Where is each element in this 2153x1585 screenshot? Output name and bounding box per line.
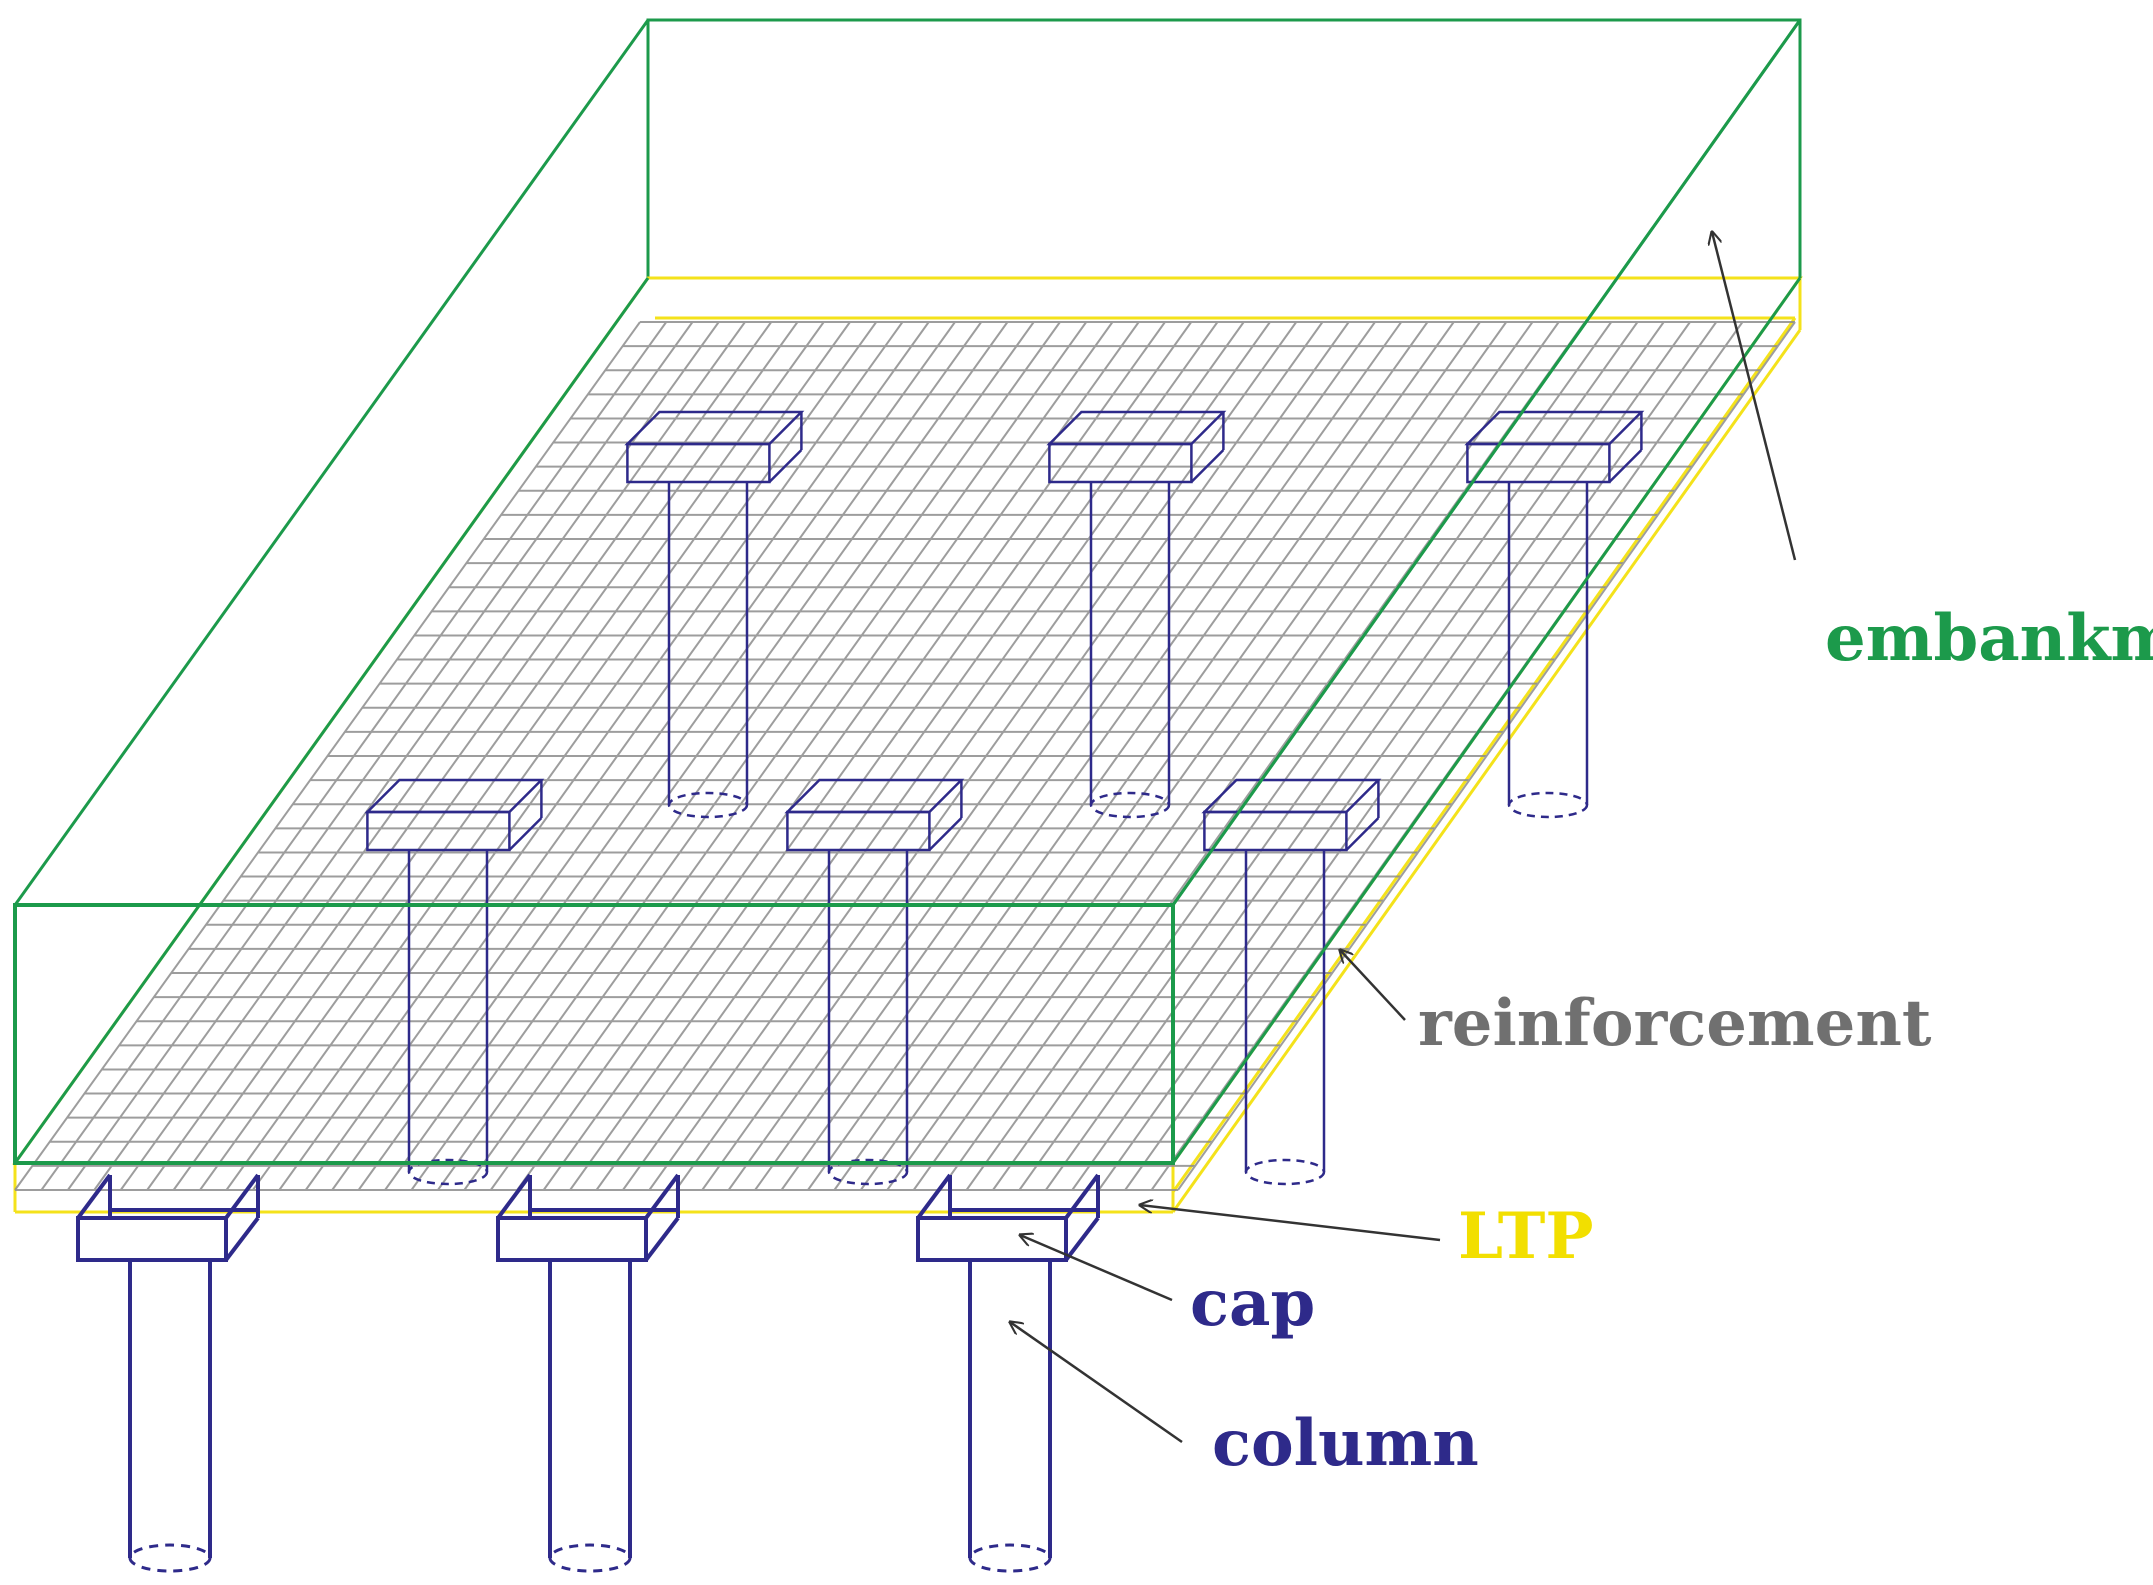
reinforcement-strand-longitudinal <box>1124 321 1744 1191</box>
arrow-reinforcement <box>1340 950 1406 1021</box>
cap-left-depth-edge <box>76 1173 112 1220</box>
reinforcement-strand-longitudinal <box>225 321 851 1191</box>
column-base-ellipse <box>1507 791 1589 819</box>
reinforcement-strand-longitudinal <box>384 321 1009 1191</box>
embankment-right-vertical-top <box>1171 19 1802 906</box>
column-base-ellipse <box>548 1543 632 1573</box>
reinforcement-strand-longitudinal <box>860 321 1481 1191</box>
column-base-ellipse <box>128 1543 212 1573</box>
reinforcement-strand-longitudinal <box>569 321 1193 1191</box>
arrow-column <box>1010 1322 1183 1444</box>
cap-left-depth-edge <box>916 1173 952 1220</box>
reinforcement-strand-longitudinal <box>172 321 799 1191</box>
ltp-right-bottom-edge <box>1171 329 1802 1213</box>
embankment-front-frame <box>13 19 1802 1165</box>
reinforcement-strand-longitudinal <box>595 321 1219 1191</box>
reinforcement-strand-longitudinal <box>622 321 1245 1191</box>
cap-top-face <box>1046 410 1227 446</box>
reinforcement-strand-longitudinal <box>463 321 1088 1191</box>
reinforcement-strand-longitudinal <box>1018 321 1639 1191</box>
reinforcement-strand-longitudinal <box>648 321 1271 1191</box>
label-ltp: LTP <box>1458 1199 1594 1274</box>
reinforcement-strand-longitudinal <box>40 321 668 1191</box>
cap-top-face <box>784 778 965 814</box>
cap-bottom-depth-edge <box>1064 1216 1100 1262</box>
cap-top-face <box>364 778 545 814</box>
arrow-embankment <box>1712 232 1797 561</box>
cap-front-face <box>76 1216 228 1262</box>
embankment-right-bottom-edge <box>1171 277 1802 1164</box>
reinforcement-strand-longitudinal <box>727 321 1350 1191</box>
cap-side-bottom-edge <box>508 817 543 851</box>
cap-bottom-depth-edge <box>644 1216 680 1262</box>
label-reinforcement: reinforcement <box>1418 986 1932 1061</box>
reinforcement-strand-longitudinal <box>542 321 1166 1191</box>
column-base-ellipse <box>1089 791 1171 819</box>
column-base-ellipse <box>968 1543 1052 1573</box>
pile-back-3 <box>1464 410 1645 819</box>
reinforcement-strand-longitudinal <box>886 321 1508 1191</box>
column-base-ellipse <box>1244 1158 1326 1186</box>
reinforcement-strand-longitudinal <box>93 321 720 1191</box>
reinforcement-strand-longitudinal <box>807 321 1429 1191</box>
cap-front-face <box>916 1216 1068 1262</box>
pile-front-2 <box>496 1173 680 1573</box>
cap-side-bottom-edge <box>1608 449 1643 483</box>
pile-front-3 <box>916 1173 1100 1573</box>
pile-front-1 <box>76 1173 260 1573</box>
label-column: column <box>1212 1406 1479 1481</box>
reinforcement-strand-longitudinal <box>119 321 746 1191</box>
reinforcement-strand-longitudinal <box>146 321 773 1191</box>
cap-front-face <box>1466 442 1611 484</box>
column-base-ellipse <box>667 791 749 819</box>
embankment-left-bottom-edge <box>13 277 650 1164</box>
reinforcement-strand-longitudinal <box>1097 321 1718 1191</box>
reinforcement-strand-longitudinal <box>278 321 904 1191</box>
pile-middle-2 <box>784 778 965 1186</box>
cap-front-face <box>496 1216 648 1262</box>
reinforcement-strand-longitudinal <box>701 321 1324 1191</box>
reinforcement-strand-longitudinal <box>1045 321 1665 1191</box>
reinforcement-strand-longitudinal <box>1071 321 1691 1191</box>
reinforcement-strand-longitudinal <box>199 321 825 1191</box>
reinforcement-strand-longitudinal <box>67 321 694 1191</box>
reinforcement-strand-longitudinal <box>754 321 1376 1191</box>
column-base-ellipse <box>407 1158 489 1186</box>
reinforcement-grid <box>14 321 1796 1191</box>
arrow-ltp <box>1140 1205 1441 1242</box>
cap-left-depth-edge <box>496 1173 532 1220</box>
label-embankment: embankment <box>1825 601 2153 676</box>
embankment-back-face <box>646 18 1802 280</box>
cap-bottom-depth-edge <box>224 1216 260 1262</box>
cap-front-face <box>786 810 931 852</box>
reinforcement-strand-longitudinal <box>437 321 1061 1191</box>
reinforcement-strand-longitudinal <box>331 321 956 1191</box>
reinforcement-strand-longitudinal <box>674 321 1298 1191</box>
arrow-cap <box>1020 1235 1173 1302</box>
pile-back-1 <box>624 410 805 819</box>
reinforcement-strand-longitudinal <box>1177 321 1796 1191</box>
reinforcement-strand-longitudinal <box>489 321 1114 1191</box>
reinforcement-strand-longitudinal <box>833 321 1455 1191</box>
pile-middle-3 <box>1201 778 1382 1186</box>
cap-side-bottom-edge <box>928 817 963 851</box>
reinforcement-strand-longitudinal <box>252 321 878 1191</box>
embankment-left-top-edge <box>13 19 650 906</box>
reinforcement-strand-longitudinal <box>410 321 1035 1191</box>
pile-middle-1 <box>364 778 545 1186</box>
pile-group <box>76 410 1645 1573</box>
cap-side-bottom-edge <box>1345 817 1380 851</box>
reinforcement-strand-longitudinal <box>14 321 641 1191</box>
pile-back-2 <box>1046 410 1227 819</box>
cap-side-bottom-edge <box>1190 449 1225 483</box>
cap-side-bottom-edge <box>768 449 803 483</box>
annotation-arrows <box>1010 232 1797 1444</box>
column-base-ellipse <box>827 1158 909 1186</box>
reinforcement-strand-longitudinal <box>516 321 1140 1191</box>
reinforcement-strand-longitudinal <box>912 321 1534 1191</box>
label-cap: cap <box>1190 1266 1315 1341</box>
reinforcement-strand-longitudinal <box>992 321 1613 1191</box>
reinforcement-strand-longitudinal <box>939 321 1560 1191</box>
